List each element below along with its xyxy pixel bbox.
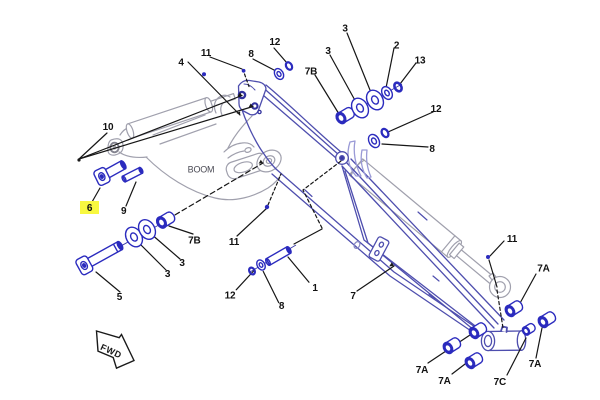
svg-text:3: 3 — [179, 258, 185, 269]
svg-text:7: 7 — [350, 291, 356, 302]
svg-text:3: 3 — [325, 46, 331, 57]
svg-text:2: 2 — [394, 41, 400, 52]
svg-text:6: 6 — [87, 203, 93, 214]
svg-text:11: 11 — [201, 48, 212, 59]
svg-text:1: 1 — [312, 283, 318, 294]
svg-text:7A: 7A — [529, 359, 541, 370]
svg-text:3: 3 — [342, 24, 348, 35]
svg-text:12: 12 — [225, 291, 236, 302]
svg-text:11: 11 — [229, 237, 240, 248]
svg-text:12: 12 — [269, 37, 280, 48]
svg-text:13: 13 — [415, 56, 426, 67]
svg-text:11: 11 — [507, 234, 518, 245]
svg-text:7A: 7A — [537, 264, 549, 275]
svg-text:3: 3 — [165, 269, 171, 280]
svg-text:8: 8 — [279, 301, 285, 312]
svg-text:5: 5 — [117, 292, 123, 303]
svg-text:7B: 7B — [188, 235, 200, 246]
svg-text:4: 4 — [178, 58, 184, 69]
svg-text:BOOM: BOOM — [188, 165, 215, 175]
svg-text:7B: 7B — [305, 67, 317, 78]
svg-text:7C: 7C — [494, 377, 506, 388]
svg-text:8: 8 — [248, 49, 254, 60]
svg-text:12: 12 — [431, 104, 442, 115]
svg-text:7A: 7A — [416, 365, 428, 376]
svg-text:9: 9 — [121, 206, 127, 217]
svg-text:8: 8 — [429, 144, 435, 155]
svg-text:7A: 7A — [438, 376, 450, 387]
svg-text:10: 10 — [103, 122, 114, 133]
